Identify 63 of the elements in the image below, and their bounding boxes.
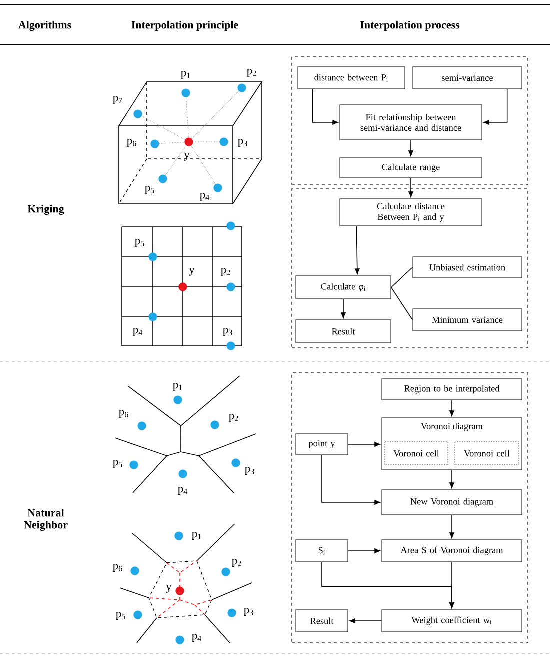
point-label: p$_{4}$ (178, 487, 188, 495)
point-label: p$_{1}$ (173, 383, 182, 391)
process-box: Calculate distance Between P$_{i}$ and y (340, 198, 482, 226)
point-label: p$_{3}$ (223, 328, 232, 336)
process-box: Weight coefficient w$_{i}$ (382, 610, 522, 632)
point-label: p$_{1}$ (192, 532, 202, 540)
process-box: S$_{i}$ (296, 540, 348, 562)
process-box: Result (296, 610, 348, 632)
arrow (408, 178, 414, 198)
point-label: p$_{6}$ (113, 564, 122, 572)
point-label: p$_{2}$ (221, 268, 230, 276)
process-box: Fit relationship between semi-variance and distance (340, 104, 482, 140)
point-label: p$_{1}$ (181, 71, 190, 79)
arrow (484, 88, 508, 125)
arrow (348, 442, 380, 447)
point-label: p$_{2}$ (247, 69, 256, 77)
arrow (450, 514, 454, 538)
point-label: p$_{5}$ (116, 612, 126, 620)
arrow (350, 618, 382, 624)
arrow (322, 454, 380, 505)
column-header: Interpolation process (360, 21, 460, 31)
dashed-box: Voronoi cell (384, 442, 448, 466)
arrow (450, 470, 454, 488)
point-label: p$_{5}$ (135, 239, 144, 247)
row-label: Kriging (28, 204, 64, 216)
column-header: Interpolation principle (132, 21, 238, 31)
process-box: New Voronoi diagram (382, 490, 522, 516)
arrow (408, 140, 414, 156)
point-label: p$_{4}$ (192, 634, 202, 642)
point-label: p$_{4}$ (200, 193, 210, 201)
column-header: Algorithms (18, 20, 72, 32)
point-label: y (189, 268, 195, 276)
process-box: distance between P$_{i}$ (298, 66, 406, 90)
process-box: Region to be interpolated (382, 378, 522, 400)
process-box: Minimum variance (412, 308, 522, 332)
point-label: p$_{3}$ (244, 608, 254, 616)
process-box: Unbiased estimation (412, 256, 522, 278)
process-box: Area S of Voronoi diagram (382, 540, 522, 562)
arrow (348, 548, 380, 554)
arrow (341, 298, 346, 318)
dashed-box: Voronoi cell (454, 442, 520, 466)
arrow (312, 88, 338, 125)
point-label: p$_{4}$ (133, 328, 142, 336)
point-label: y (166, 585, 172, 593)
point-label: y (184, 153, 190, 161)
row-label: Natural Neighbor (24, 508, 68, 532)
arrow (450, 400, 454, 416)
point-label: p$_{2}$ (232, 559, 242, 567)
process-box: Result (296, 320, 392, 344)
arrow (354, 226, 360, 274)
process-box: semi-variance (412, 66, 522, 90)
process-box: Calculate φ$_{i}$ (296, 276, 392, 300)
point-label: p$_{5}$ (113, 460, 122, 468)
point-label: p$_{3}$ (238, 139, 248, 147)
point-label: p$_{6}$ (119, 410, 128, 418)
point-label: p$_{5}$ (145, 186, 154, 194)
arrow (322, 562, 454, 608)
point-label: p$_{7}$ (113, 96, 122, 104)
point-label: p$_{6}$ (127, 139, 136, 147)
process-box: Calculate range (340, 158, 482, 178)
process-box: point y (296, 434, 348, 456)
point-label: p$_{3}$ (245, 467, 254, 475)
point-label: p$_{2}$ (229, 414, 238, 422)
